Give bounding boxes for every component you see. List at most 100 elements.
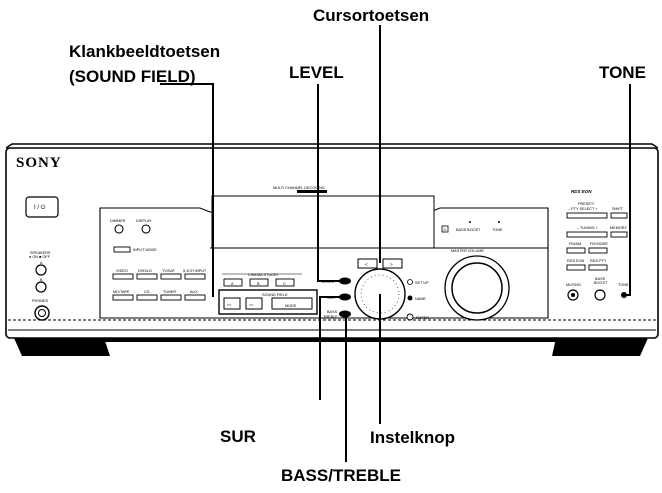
cursor-right-button[interactable] xyxy=(382,258,403,269)
base-strip xyxy=(104,338,556,342)
input-label-aux: AUX xyxy=(190,290,198,294)
memory-button[interactable] xyxy=(610,231,628,238)
multi-channel-label: MULTI CHANNEL DECODING xyxy=(273,186,325,190)
bass-boost-btn-label-1: BASS xyxy=(595,277,606,281)
bass-boost-led xyxy=(469,221,471,223)
fmam-label: FM/AM xyxy=(569,242,581,246)
name-indicator xyxy=(407,295,413,301)
master-volume-knob-inner xyxy=(451,262,503,314)
power-button[interactable] xyxy=(25,196,59,218)
callout-sur: SUR xyxy=(220,427,256,446)
cinema-b-button[interactable] xyxy=(249,278,269,287)
rds-eon-logo: RDS EON xyxy=(571,189,592,194)
leader-tone xyxy=(624,84,631,296)
cursor-left-glyph: < xyxy=(365,262,368,267)
preset-label-2: – PTY SELECT + xyxy=(568,207,598,211)
input-mode-button[interactable] xyxy=(113,246,131,253)
cinema-a-label: A xyxy=(231,282,234,286)
input-button-cd[interactable] xyxy=(136,294,158,301)
setup-label: SET UP xyxy=(415,281,429,285)
callout-sound-field-1: Klankbeeldtoetsen xyxy=(69,42,220,61)
setup-indicator xyxy=(407,279,413,285)
cinema-a-button[interactable] xyxy=(223,278,243,287)
center-panel xyxy=(99,207,549,319)
phones-label: PHONES xyxy=(32,299,49,303)
dimmer-button[interactable] xyxy=(114,224,124,234)
cinema-studio-label: CINEMA STUDIO xyxy=(248,273,278,277)
dimmer-label: DIMMER xyxy=(110,219,126,223)
jog-dial-inner xyxy=(360,274,400,314)
sound-field-mode-button[interactable] xyxy=(271,297,313,310)
callout-cursor-keys: Cursortoetsen xyxy=(313,6,429,25)
speaker-b-button[interactable] xyxy=(35,281,47,293)
speaker-a-label: A xyxy=(40,261,43,265)
muting-button-center xyxy=(571,293,575,297)
input-label-tvsat: TV/SAT xyxy=(162,269,176,273)
sound-field-mode-label: MODE xyxy=(285,304,297,308)
rds-pty-button[interactable] xyxy=(588,264,608,271)
fmam-button[interactable] xyxy=(566,247,586,254)
rds-eon-label: RDS EON xyxy=(567,259,585,263)
leader-level xyxy=(317,84,345,282)
callout-jog: Instelknop xyxy=(370,428,455,447)
tone-btn-label: TONE xyxy=(618,283,629,287)
input-button-51ch[interactable] xyxy=(184,273,206,280)
sound-field-box xyxy=(218,289,318,315)
memory-label: MEMORY xyxy=(610,226,627,230)
sound-field-next-button[interactable] xyxy=(245,297,263,310)
bass-boost-indicator: BASS BOOST xyxy=(456,228,481,232)
input-label-video: VIDEO xyxy=(116,269,128,273)
input-button-mdtape[interactable] xyxy=(112,294,134,301)
callout-level: LEVEL xyxy=(289,63,344,82)
name-label: NAME xyxy=(415,297,426,301)
cinema-c-button[interactable] xyxy=(275,278,295,287)
tuning-label: – TUNING + xyxy=(577,226,599,230)
cinema-b-label: B xyxy=(257,282,260,286)
sound-field-prev-button[interactable] xyxy=(223,297,241,310)
cursor-left-button[interactable] xyxy=(357,258,378,269)
receiver-top-edge xyxy=(5,143,659,149)
bass-treble-button[interactable] xyxy=(339,310,351,318)
multi-channel-indicator xyxy=(297,190,327,193)
preset-label-1: PRESET/ xyxy=(578,202,595,206)
callout-sound-field-2: (SOUND FIELD) xyxy=(69,67,196,86)
brand-logo: SONY xyxy=(16,155,62,171)
input-button-tuner[interactable] xyxy=(160,294,182,301)
right-foot xyxy=(552,338,648,356)
sound-field-next-glyph: >> xyxy=(249,303,254,307)
speaker-a-button[interactable] xyxy=(35,264,47,276)
tone-indicator: TONE xyxy=(492,228,503,232)
sound-field-prev-glyph: << xyxy=(227,303,232,307)
treble-small-label: TREBLE xyxy=(323,315,338,319)
display-window xyxy=(211,195,435,249)
d-indicator-symbol: D xyxy=(444,228,447,232)
fm-mode-button[interactable] xyxy=(588,247,608,254)
enter-label: ENTER xyxy=(416,316,429,320)
phones-jack-inner xyxy=(38,309,46,317)
display-label: DISPLAY xyxy=(136,219,152,223)
shift-label: SHIFT xyxy=(612,207,624,211)
input-button-dvd[interactable] xyxy=(136,273,158,280)
master-volume-label: MASTER VOLUME xyxy=(451,249,484,253)
power-symbol: I / ⏻ xyxy=(34,204,46,211)
speakers-onoff-label: ● ON ■ OFF xyxy=(29,255,51,259)
rds-eon-button[interactable] xyxy=(566,264,586,271)
input-label-51ch: 5.1CH INPUT xyxy=(183,269,207,273)
cinema-c-label: C xyxy=(283,282,286,286)
left-foot xyxy=(14,338,110,356)
enter-button[interactable] xyxy=(406,313,414,321)
tone-led xyxy=(498,221,500,223)
leader-sur xyxy=(319,296,345,400)
display-button[interactable] xyxy=(141,224,151,234)
input-button-tvsat[interactable] xyxy=(160,273,182,280)
muting-label: MUTING xyxy=(566,283,581,287)
bass-boost-button[interactable] xyxy=(594,289,606,301)
input-button-aux[interactable] xyxy=(184,294,206,301)
input-mode-label: INPUT MODE xyxy=(133,248,157,252)
tuning-rocker[interactable] xyxy=(566,231,608,238)
shift-button[interactable] xyxy=(610,212,628,219)
preset-rocker[interactable] xyxy=(566,212,608,219)
input-button-video[interactable] xyxy=(112,273,134,280)
